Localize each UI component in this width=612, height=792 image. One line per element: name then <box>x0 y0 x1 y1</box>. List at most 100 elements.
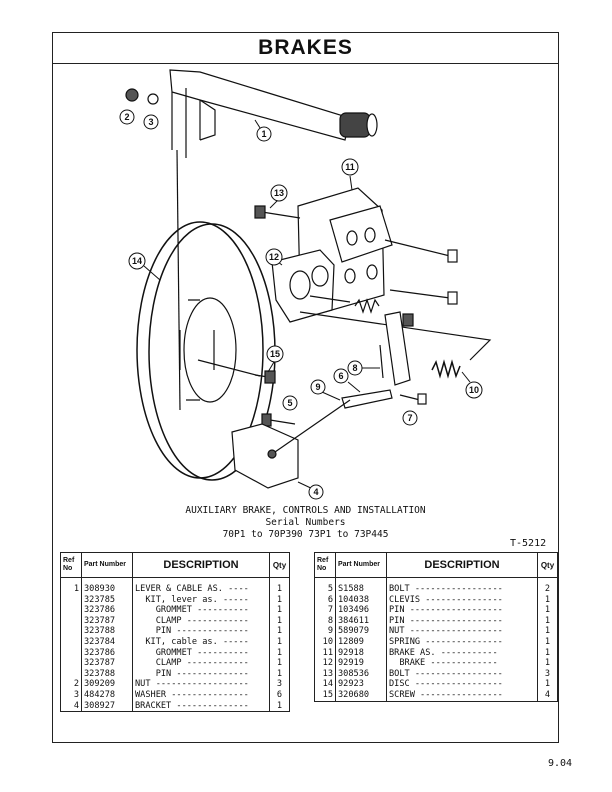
svg-text:8: 8 <box>352 363 357 373</box>
ref-cell: 14 <box>314 679 336 690</box>
svg-text:2: 2 <box>124 112 129 122</box>
description-cell: PIN -------------- <box>132 626 270 637</box>
qty-cell: 2 <box>537 577 558 595</box>
header-part-number: Part Number <box>335 552 387 578</box>
callout-13: 13 <box>269 184 288 209</box>
qty-cell: 1 <box>537 658 558 669</box>
part-number-cell: 308927 <box>81 700 133 713</box>
header-description: DESCRIPTION <box>386 552 538 578</box>
title-bar: BRAKES <box>53 33 558 64</box>
part-number-cell: 92918 <box>335 647 387 659</box>
description-cell: PIN ------------------ <box>386 605 538 616</box>
svg-text:13: 13 <box>274 188 284 198</box>
header-description: DESCRIPTION <box>132 552 270 578</box>
qty-cell: 1 <box>537 615 558 627</box>
part-number-cell: 104038 <box>335 594 387 606</box>
description-cell: PIN -------------- <box>132 668 270 680</box>
callout-9: 9 <box>310 379 341 401</box>
part-number-cell: 323787 <box>81 658 133 669</box>
ref-cell: 10 <box>314 636 336 648</box>
ref-cell: 9 <box>314 626 336 637</box>
description-cell: DISC ----------------- <box>386 679 538 690</box>
qty-cell: 1 <box>269 636 290 648</box>
callout-8: 8 <box>347 360 380 376</box>
description-cell: GROMMET ---------- <box>132 605 270 616</box>
svg-text:11: 11 <box>345 162 355 172</box>
part-number-cell: 309209 <box>81 679 133 690</box>
diagram-caption-serial-range: 70P1 to 70P390 73P1 to 73P445 <box>222 529 389 540</box>
page-number: 9.04 <box>548 758 573 769</box>
callout-1: 1 <box>254 119 272 142</box>
svg-text:10: 10 <box>469 385 479 395</box>
spring-part <box>299 298 492 379</box>
qty-cell: 1 <box>269 647 290 659</box>
bolts-part <box>254 205 458 327</box>
description-cell: KIT, cable as. ----- <box>132 636 270 648</box>
svg-text:14: 14 <box>132 256 142 266</box>
part-number-cell: 323787 <box>81 615 133 627</box>
svg-text:1: 1 <box>261 129 266 139</box>
qty-cell: 6 <box>269 689 290 701</box>
header-ref: Ref No <box>60 552 82 578</box>
screw-part <box>197 359 276 384</box>
part-number-cell: 589079 <box>335 626 387 637</box>
header-part-number: Part Number <box>81 552 133 578</box>
bolt5-part <box>261 413 296 427</box>
ref-cell: 3 <box>60 689 82 701</box>
part-number-cell: 323785 <box>81 594 133 606</box>
callout-10: 10 <box>461 371 483 399</box>
qty-cell: 1 <box>269 658 290 669</box>
ref-cell: 8 <box>314 615 336 627</box>
callout-2: 2 <box>119 109 135 125</box>
table-row: 323786 GROMMET ----------1 <box>60 647 290 659</box>
ref-cell: 7 <box>314 605 336 616</box>
ref-cell <box>60 615 82 627</box>
callout-5: 5 <box>282 395 298 411</box>
ref-cell: 4 <box>60 700 82 713</box>
ref-cell: 1 <box>60 577 82 595</box>
description-cell: BRACKET -------------- <box>132 700 270 713</box>
qty-cell: 1 <box>269 700 290 713</box>
bracket-part <box>231 399 351 489</box>
qty-cell: 1 <box>269 577 290 595</box>
part-number-cell: 308536 <box>335 668 387 680</box>
part-number-cell: 103496 <box>335 605 387 616</box>
description-cell: PIN ------------------ <box>386 615 538 627</box>
ref-cell <box>60 636 82 648</box>
callout-12: 12 <box>265 248 283 266</box>
qty-cell: 4 <box>537 689 558 702</box>
qty-cell: 1 <box>537 636 558 648</box>
part-number-cell: 323784 <box>81 636 133 648</box>
description-cell: BOLT ----------------- <box>386 668 538 680</box>
part-number-cell: 323788 <box>81 668 133 680</box>
callout-3: 3 <box>143 114 159 130</box>
description-cell: CLEVIS --------------- <box>386 594 538 606</box>
part-number-cell: 92923 <box>335 679 387 690</box>
part-number-cell: 323786 <box>81 605 133 616</box>
qty-cell: 1 <box>269 668 290 680</box>
callout-7: 7 <box>402 410 418 426</box>
ref-cell <box>60 658 82 669</box>
ref-cell: 11 <box>314 647 336 659</box>
qty-cell: 1 <box>269 594 290 606</box>
qty-cell: 1 <box>269 626 290 637</box>
table-row: 323787 CLAMP ------------1 <box>60 615 290 627</box>
description-cell: WASHER --------------- <box>132 689 270 701</box>
description-cell: BRAKE AS. ----------- <box>386 647 538 659</box>
svg-text:3: 3 <box>148 117 153 127</box>
callout-4: 4 <box>297 481 324 500</box>
qty-cell: 1 <box>269 615 290 627</box>
header-qty: Qty <box>537 552 558 578</box>
qty-cell: 1 <box>537 626 558 637</box>
figure-code: T-5212 <box>510 538 547 549</box>
ref-cell <box>60 647 82 659</box>
